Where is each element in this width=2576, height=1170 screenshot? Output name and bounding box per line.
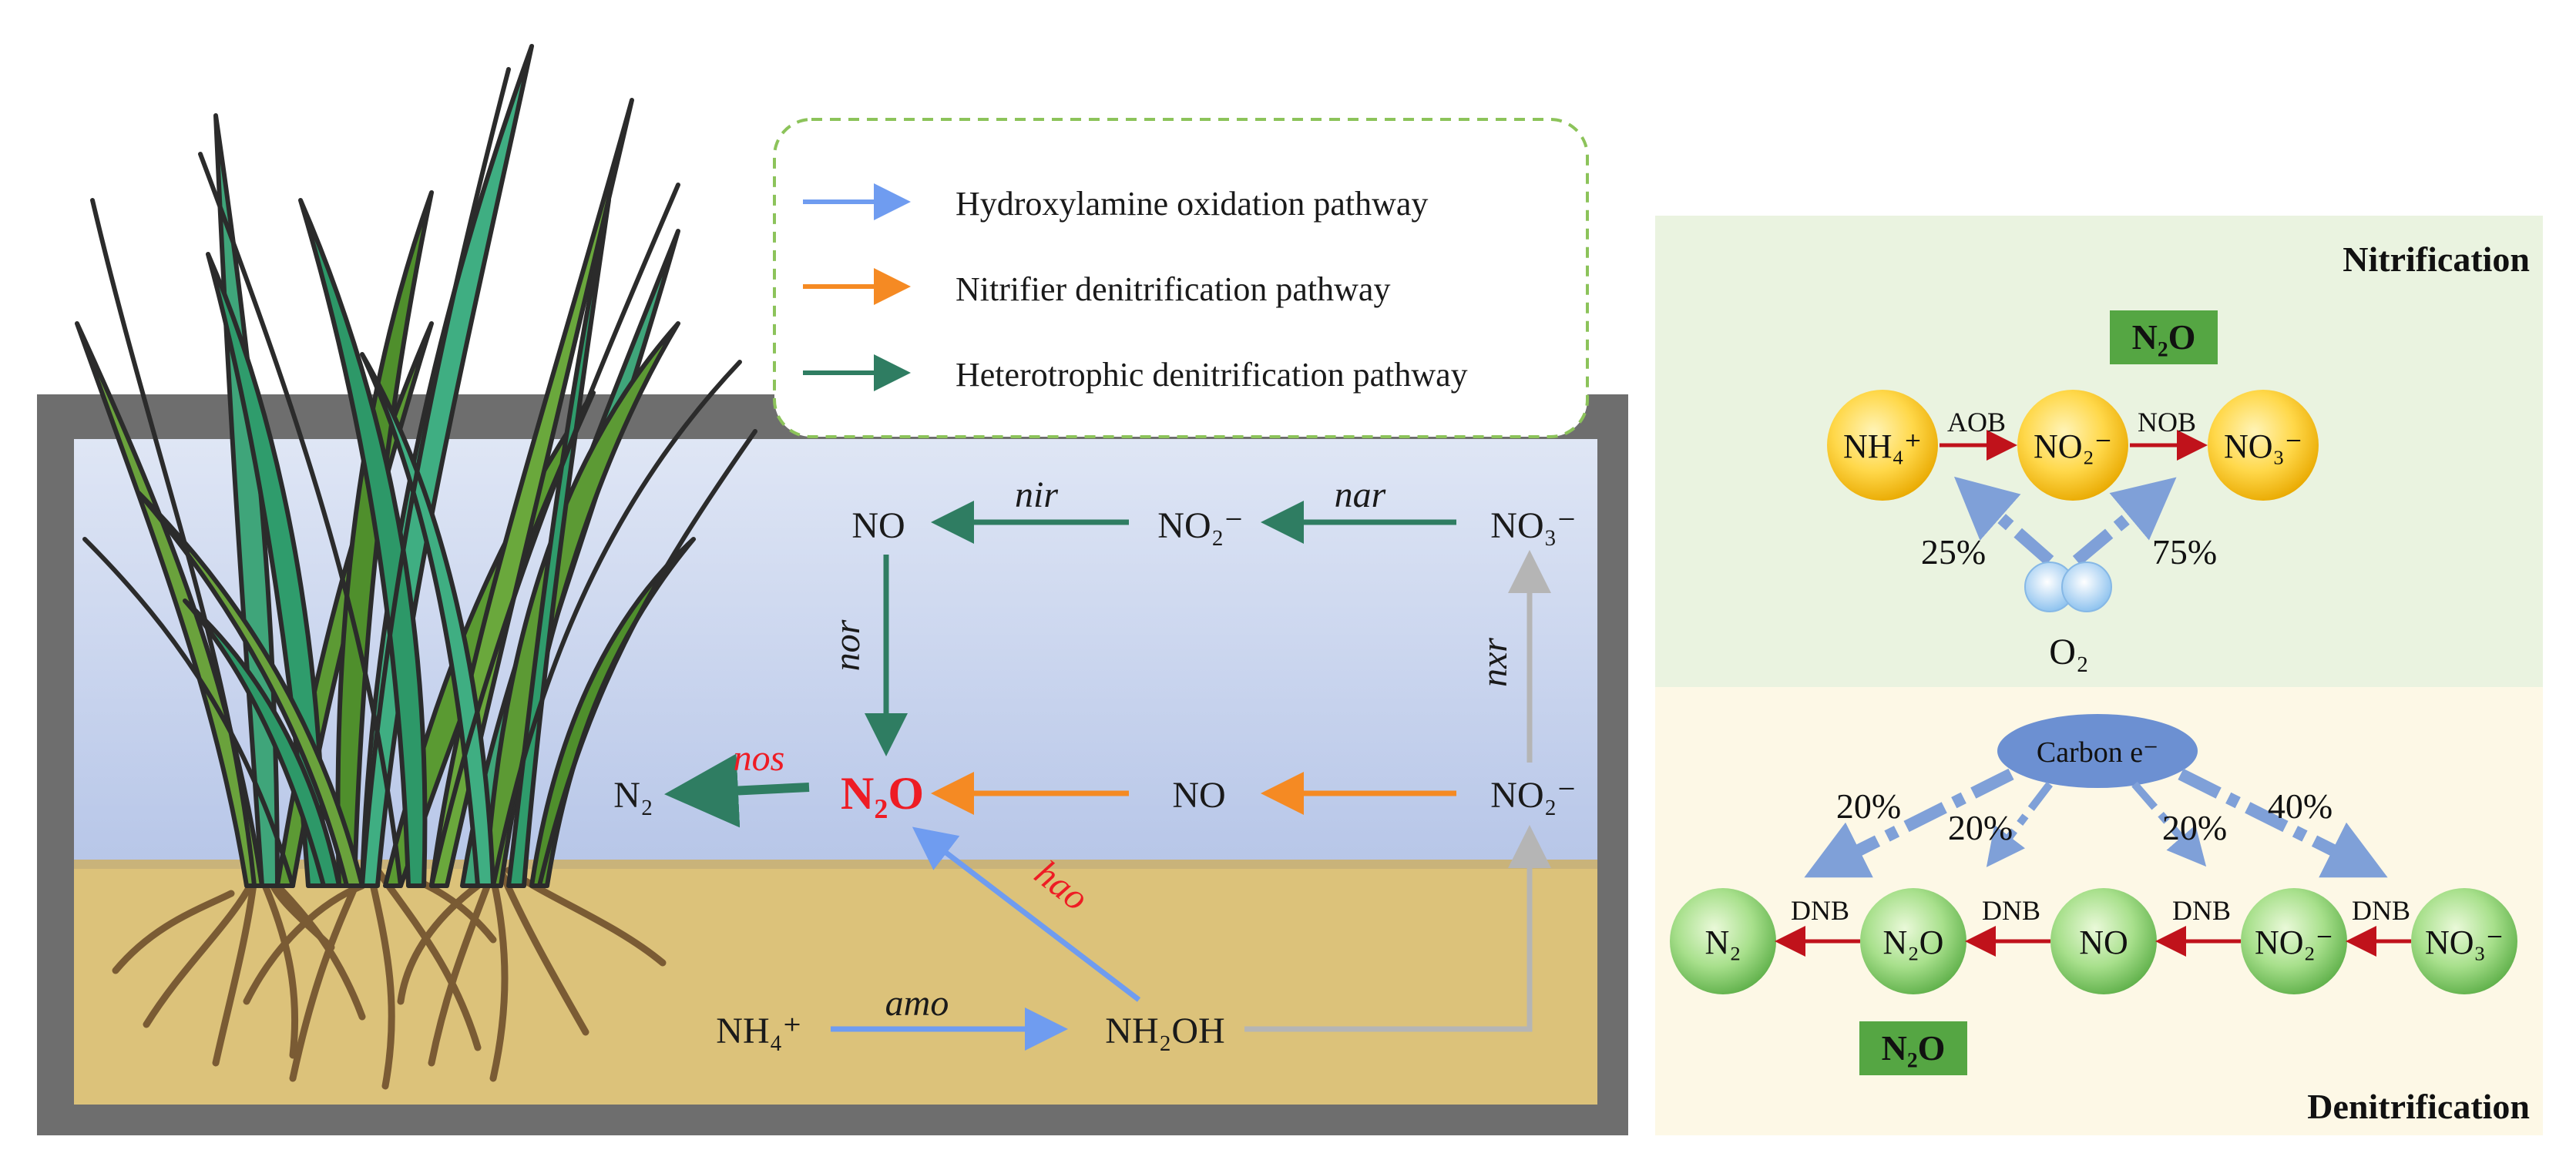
plant-outline-strands (82, 67, 757, 888)
denitrification-node-n2-label: N₂ (1704, 924, 1741, 961)
sediment-layer (74, 869, 1597, 1105)
denitrification-node-n2o (1860, 888, 1966, 994)
carbon-arrow-to-no (2131, 781, 2207, 867)
enzyme-nor: nor (827, 619, 868, 671)
legend-label-nitrifier: Nitrifier denitrification pathway (956, 270, 1390, 308)
label-dnb-1: DNB (1791, 895, 1849, 926)
label-dnb-2: DNB (1982, 895, 2040, 926)
enzyme-nir: nir (1015, 474, 1058, 515)
denitrification-pct-1: 20% (1836, 786, 1901, 826)
denitrification-node-no-label: NO (2079, 924, 2128, 961)
node-n2: N₂ (613, 775, 653, 816)
nitrification-node-no3 (2208, 390, 2319, 501)
pathway-arrows (664, 501, 1551, 1051)
denitrification-pct-3: 20% (2162, 808, 2227, 847)
nitrification-node-nh4-label: NH₄⁺ (1843, 427, 1922, 465)
nitrification-n2o-badge (2110, 310, 2218, 364)
label-dnb-3: DNB (2172, 895, 2231, 926)
enzyme-amo: amo (885, 983, 949, 1024)
carbon-label: Carbon e⁻ (2037, 736, 2158, 769)
node-n2o: N₂O (841, 768, 924, 819)
carbon-source (1997, 714, 2198, 788)
legend-label-heterotrophic: Heterotrophic denitrification pathway (956, 356, 1468, 394)
nitrification-n2o-label: N₂O (2132, 317, 2196, 357)
o2-atom-right (2061, 562, 2112, 612)
enzyme-nxr: nxr (1474, 638, 1515, 687)
denitrification-pct-2: 20% (1948, 808, 2013, 847)
denitrification-node-no3 (2411, 888, 2517, 994)
nitrification-node-no2-label: NO₂⁻ (2034, 427, 2112, 465)
nitrification-node-nh4 (1827, 390, 1938, 501)
o2-label: O₂ (2049, 632, 2088, 672)
denitrification-node-no (2050, 888, 2157, 994)
wetland-tank (37, 394, 1628, 1135)
node-no3-top: NO₃⁻ (1490, 505, 1576, 546)
label-dnb-4: DNB (2352, 895, 2410, 926)
denitrification-node-no2-label: NO₂⁻ (2255, 924, 2333, 961)
denitrification-n2o-label: N₂O (1882, 1028, 1946, 1068)
plant-leaves (75, 44, 696, 888)
node-no2-mid: NO₂⁻ (1490, 775, 1576, 816)
denitrification-node-no3-label: NO₃⁻ (2425, 924, 2504, 961)
arrow-nos (664, 753, 810, 828)
node-no-mid: NO (1172, 775, 1225, 816)
node-no-top: NO (851, 505, 905, 546)
nitrification-node-no2 (2017, 390, 2128, 501)
sediment-surface (74, 860, 1597, 869)
arrow-nh2oh-to-no2 (1244, 825, 1551, 1032)
carbon-arrow-to-n2 (1804, 768, 2014, 878)
legend: Hydroxylamine oxidation pathway Nitrifie… (773, 118, 1589, 438)
pathway-nodes: NO NO₂⁻ NO₃⁻ N₂ N₂O NO NO₂⁻ NH₄⁺ NH₂OH (613, 505, 1576, 1051)
legend-box (773, 118, 1589, 438)
nitrification-panel: Nitrification N₂O NH₄⁺ NO₂⁻ NO₃⁻ AOB NOB… (1655, 216, 2543, 687)
denitrification-n2o-badge (1859, 1021, 1967, 1075)
carbon-arrow-to-n2o (1986, 781, 2053, 867)
legend-label-hydroxylamine: Hydroxylamine oxidation pathway (956, 185, 1428, 223)
denitrification-panel: Denitrification Carbon e⁻ 20% 20% 20% 40… (1655, 687, 2543, 1135)
denitrification-node-n2o-label: N₂O (1883, 924, 1944, 961)
node-no2-top: NO₂⁻ (1157, 505, 1243, 546)
arrow-hao (912, 826, 1141, 1002)
label-nob: NOB (2138, 407, 2196, 437)
nitrification-node-no3-label: NO₃⁻ (2224, 427, 2302, 465)
denitrification-pct-4: 40% (2268, 786, 2333, 826)
enzyme-nar: nar (1335, 474, 1386, 515)
denitrification-node-no2 (2241, 888, 2347, 994)
carbon-arrow-to-no2 (2178, 768, 2388, 878)
nitrification-title: Nitrification (2343, 240, 2530, 279)
nitrification-pct-25: 25% (1921, 532, 1986, 572)
label-aob: AOB (1947, 407, 2006, 437)
o2-arrow-to-no2 (2072, 477, 2177, 566)
nitrification-pct-75: 75% (2152, 532, 2217, 572)
node-nh4: NH₄⁺ (716, 1011, 801, 1051)
enzyme-nos: nos (734, 738, 785, 779)
o2-arrow-to-nh4 (1953, 476, 2054, 566)
denitrification-title: Denitrification (2307, 1087, 2530, 1126)
denitrification-node-n2 (1670, 888, 1776, 994)
node-nh2oh: NH₂OH (1105, 1011, 1224, 1051)
